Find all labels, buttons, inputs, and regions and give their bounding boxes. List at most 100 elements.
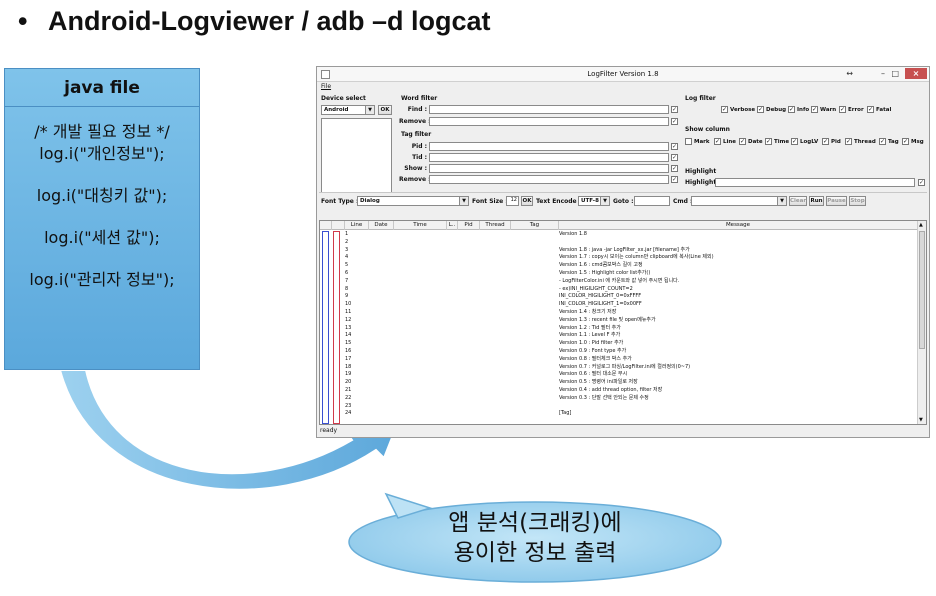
- column-header[interactable]: Thread: [480, 221, 511, 230]
- header-marker: [332, 221, 345, 230]
- message-cell: Version 1.8: [559, 231, 587, 237]
- check-icon: ✓: [822, 138, 829, 145]
- message-cell: Version 0.5 : 명령어 ini파일로 저장: [559, 379, 638, 386]
- line-number: 10: [345, 301, 352, 308]
- callout-text: 앱 분석(크래킹)에 용이한 정보 출력: [346, 508, 724, 568]
- device-list[interactable]: [321, 118, 392, 193]
- callout-bubble: [348, 492, 722, 583]
- cmd-combo[interactable]: ▼: [691, 196, 787, 206]
- tag-remove-input[interactable]: [429, 175, 669, 184]
- log-filter-fatal[interactable]: ✓Fatal: [867, 106, 892, 113]
- column-msg[interactable]: ✓Msg: [902, 138, 924, 145]
- column-pid[interactable]: ✓Pid: [822, 138, 841, 145]
- move-icon[interactable]: ↔: [846, 69, 853, 78]
- device-combo[interactable]: Android ▼: [321, 105, 375, 115]
- message-cell: Version 1.6 : cmd콤보박스 길이 고정: [559, 262, 643, 269]
- device-select-label: Device select: [321, 95, 366, 102]
- tid-checkbox[interactable]: ✓: [671, 154, 678, 161]
- chevron-down-icon: ▼: [600, 197, 609, 205]
- check-icon: ✓: [902, 138, 909, 145]
- column-header[interactable]: Time: [394, 221, 447, 230]
- menu-bar: File: [317, 82, 929, 92]
- note-line: log.i("관리자 정보");: [29, 270, 175, 289]
- message-cell: - ex)INI_HIGILIGHT_COUNT=2: [559, 285, 633, 292]
- scroll-thumb[interactable]: [919, 231, 925, 349]
- note-line: log.i("대칭키 값");: [36, 186, 168, 205]
- line-number: 16: [345, 348, 352, 354]
- font-size-ok-button[interactable]: OK: [521, 196, 533, 206]
- maximize-button[interactable]: □: [891, 69, 899, 78]
- column-loglv[interactable]: ✓LogLV: [791, 138, 819, 145]
- note-line: log.i("세션 값");: [44, 228, 160, 247]
- log-filter-debug[interactable]: ✓Debug: [757, 106, 787, 113]
- column-thread[interactable]: ✓Thread: [845, 138, 876, 145]
- line-number: 4: [345, 254, 349, 261]
- line-number: 15: [345, 340, 352, 347]
- pause-button[interactable]: Pause: [826, 196, 847, 206]
- message-cell: INI_COLOR_HIGILIGHT_1=0x00FF: [559, 301, 642, 308]
- log-filter-warn[interactable]: ✓Warn: [811, 106, 837, 113]
- find-checkbox[interactable]: ✓: [671, 106, 678, 113]
- column-tag[interactable]: ✓Tag: [879, 138, 899, 145]
- device-ok-button[interactable]: OK: [378, 105, 392, 115]
- tag-remove-label: Remove :: [399, 176, 431, 183]
- vertical-scrollbar[interactable]: ▲ ▼: [917, 221, 926, 424]
- word-remove-input[interactable]: [429, 117, 669, 126]
- clear-button[interactable]: Clear: [789, 196, 807, 206]
- column-time[interactable]: ✓Time: [765, 138, 790, 145]
- column-header[interactable]: Tag: [511, 221, 559, 230]
- pid-input[interactable]: [429, 142, 669, 151]
- run-button[interactable]: Run: [809, 196, 824, 206]
- tid-input[interactable]: [429, 153, 669, 162]
- scroll-down-icon[interactable]: ▼: [919, 417, 923, 423]
- stop-button[interactable]: Stop: [849, 196, 866, 206]
- column-header[interactable]: Pid: [458, 221, 480, 230]
- column-date[interactable]: ✓Date: [739, 138, 763, 145]
- column-header[interactable]: L..: [447, 221, 458, 230]
- text-encode-combo[interactable]: UTF-8 ▼: [578, 196, 610, 206]
- line-number: 24: [345, 410, 352, 417]
- show-input[interactable]: [429, 164, 669, 173]
- column-header[interactable]: Date: [369, 221, 394, 230]
- log-filter-verbose[interactable]: ✓Verbose: [721, 106, 756, 113]
- message-cell: Version 1.8 : java -jar LogFilter_xx.jar…: [559, 246, 690, 253]
- line-number: 9: [345, 293, 349, 300]
- line-number: 22: [345, 394, 352, 401]
- pid-label: Pid :: [411, 143, 427, 150]
- message-cell: Version 0.9 : Font type 추가: [559, 348, 627, 354]
- error-lane[interactable]: [333, 231, 340, 424]
- find-label: Find :: [407, 106, 427, 113]
- show-column-label: Show column: [685, 126, 730, 133]
- font-size-input[interactable]: 12: [506, 196, 519, 206]
- show-checkbox[interactable]: ✓: [671, 165, 678, 172]
- scroll-up-icon[interactable]: ▲: [919, 222, 923, 228]
- message-cell: [Tag]: [559, 410, 572, 417]
- menu-file[interactable]: File: [321, 83, 332, 90]
- check-icon: ✓: [839, 106, 846, 113]
- column-line[interactable]: ✓Line: [714, 138, 737, 145]
- column-header[interactable]: Line: [345, 221, 369, 230]
- highlight-checkbox[interactable]: ✓: [918, 179, 925, 186]
- log-filter-error[interactable]: ✓Error: [839, 106, 864, 113]
- goto-input[interactable]: [634, 196, 670, 206]
- app-icon: [321, 70, 330, 79]
- pid-checkbox[interactable]: ✓: [671, 143, 678, 150]
- check-icon: ✓: [788, 106, 795, 113]
- font-type-value: Dialog: [360, 198, 380, 204]
- log-filter-info[interactable]: ✓Info: [788, 106, 810, 113]
- message-cell: Version 1.4 : 창크기 저장: [559, 309, 617, 315]
- text-encode-label: Text Encode :: [536, 198, 582, 205]
- word-remove-checkbox[interactable]: ✓: [671, 118, 678, 125]
- minimize-button[interactable]: –: [881, 69, 885, 78]
- column-mark[interactable]: Mark: [685, 138, 710, 145]
- close-button[interactable]: ×: [905, 68, 927, 79]
- column-header[interactable]: Message: [559, 221, 918, 230]
- line-number: 1: [345, 231, 349, 237]
- bookmark-lane[interactable]: [322, 231, 329, 424]
- find-input[interactable]: [429, 105, 669, 114]
- font-type-combo[interactable]: Dialog ▼: [357, 196, 469, 206]
- highlight-input[interactable]: [715, 178, 915, 187]
- tag-remove-checkbox[interactable]: ✓: [671, 176, 678, 183]
- line-number: 18: [345, 363, 352, 370]
